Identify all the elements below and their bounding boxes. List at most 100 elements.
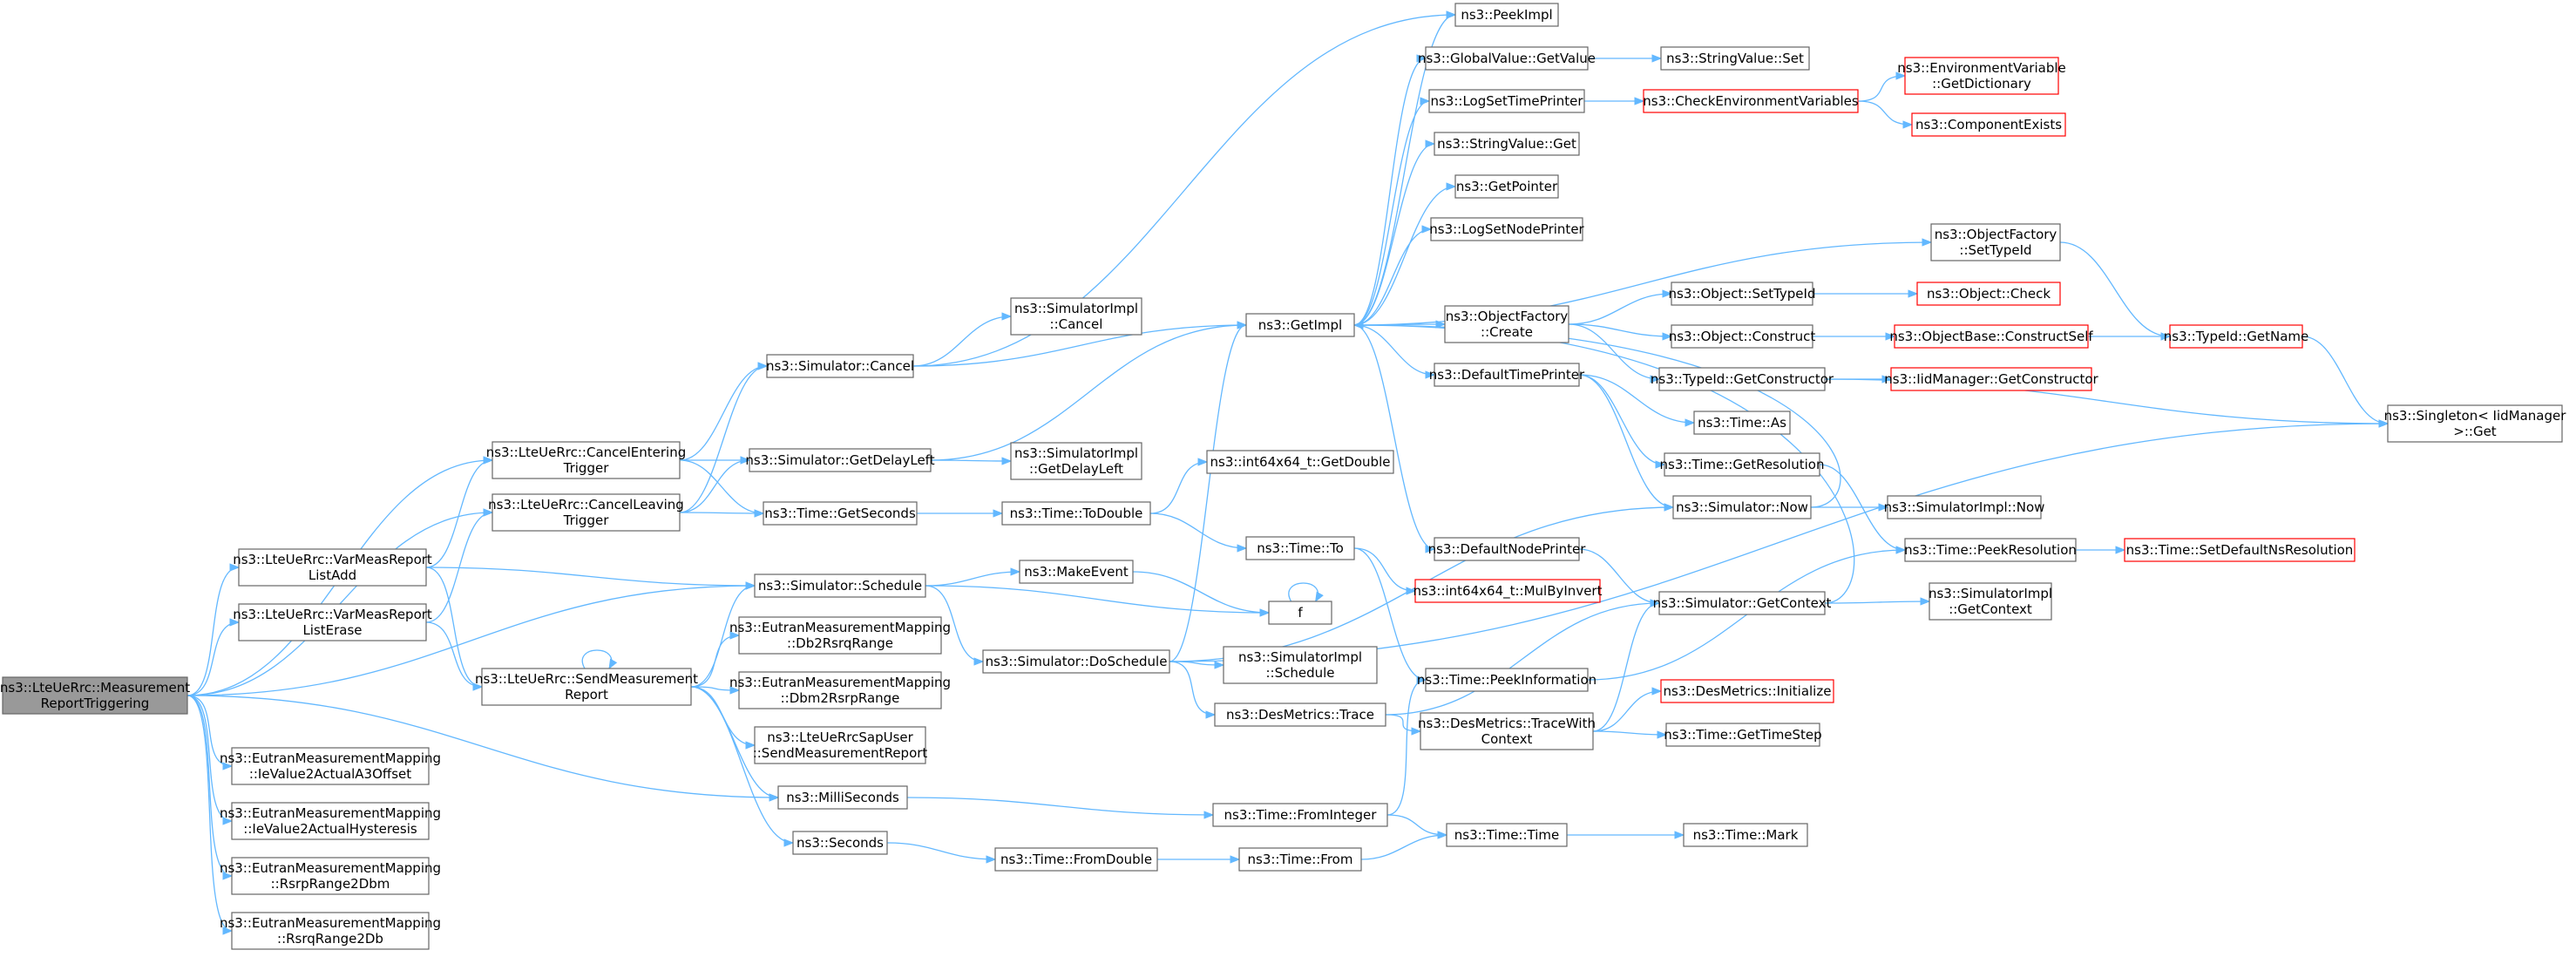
node-getPointer[interactable]: ns3::GetPointer: [1454, 174, 1559, 199]
node-timeFrom[interactable]: ns3::Time::From: [1238, 847, 1362, 872]
node-rsrq2db[interactable]: ns3::EutranMeasurementMapping::RsrqRange…: [220, 912, 441, 950]
node-envGetDict[interactable]: ns3::EnvironmentVariable::GetDictionary: [1897, 57, 2066, 95]
node-objConstruct[interactable]: ns3::Object::Construct: [1669, 324, 1816, 349]
node-getDelayLeft[interactable]: ns3::Simulator::GetDelayLeft: [745, 448, 935, 472]
node-box: [1911, 112, 2066, 137]
node-desInit[interactable]: ns3::DesMetrics::Initialize: [1660, 679, 1834, 703]
node-label: ns3::LteUeRrcSapUser: [767, 730, 913, 745]
node-obConstructSelf[interactable]: ns3::ObjectBase::ConstructSelf: [1889, 324, 2093, 349]
node-label: ::Schedule: [1265, 665, 1334, 681]
node-tidGetCtor[interactable]: ns3::TypeId::GetConstructor: [1651, 367, 1834, 391]
node-label: ns3::SimulatorImpl: [1238, 649, 1362, 665]
node-timeTo[interactable]: ns3::Time::To: [1245, 536, 1355, 560]
node-ofCreate[interactable]: ns3::ObjectFactory::Create: [1444, 305, 1569, 343]
node-implCancel[interactable]: ns3::SimulatorImpl::Cancel: [1010, 297, 1142, 336]
edge-sendReport-to-db2rsrq: [690, 631, 741, 688]
node-label: ns3::DefaultTimePrinter: [1429, 367, 1585, 383]
node-tidGetName[interactable]: ns3::TypeId::GetName: [2164, 324, 2308, 349]
node-label: ns3::Time::PeekResolution: [1904, 542, 2077, 558]
node-sapSend[interactable]: ns3::LteUeRrcSapUser::SendMeasurementRep…: [753, 726, 928, 764]
node-label: ns3::PeekImpl: [1461, 7, 1552, 23]
node-label: ns3::Time::Mark: [1693, 827, 1799, 843]
node-seconds[interactable]: ns3::Seconds: [792, 831, 888, 855]
node-gvGetValue[interactable]: ns3::GlobalValue::GetValue: [1418, 46, 1596, 71]
node-box: [1904, 538, 2077, 562]
node-label: ::IeValue2ActualA3Offset: [249, 766, 411, 782]
node-defNodePrinter[interactable]: ns3::DefaultNodePrinter: [1428, 537, 1587, 561]
node-fromDouble[interactable]: ns3::Time::FromDouble: [994, 847, 1158, 872]
node-implNow[interactable]: ns3::SimulatorImpl::Now: [1884, 495, 2045, 519]
node-label: ns3::Time::To: [1257, 540, 1344, 556]
node-objSetTypeId[interactable]: ns3::Object::SetTypeId: [1669, 282, 1816, 306]
node-box: [1223, 646, 1378, 684]
node-dbm2rsrp[interactable]: ns3::EutranMeasurementMapping::Dbm2RsrpR…: [729, 671, 951, 709]
node-objCheck[interactable]: ns3::Object::Check: [1916, 282, 2061, 306]
node-box: [2124, 538, 2356, 562]
node-svSet[interactable]: ns3::StringValue::Set: [1660, 46, 1810, 71]
node-box: [1660, 679, 1834, 703]
node-mulByInvert[interactable]: ns3::int64x64_t::MulByInvert: [1413, 579, 1603, 603]
node-defTimePrinter[interactable]: ns3::DefaultTimePrinter: [1429, 363, 1585, 387]
node-implDelay[interactable]: ns3::SimulatorImpl::GetDelayLeft: [1010, 442, 1142, 480]
node-peekImpl[interactable]: ns3::PeekImpl: [1454, 3, 1559, 27]
node-timeMark[interactable]: ns3::Time::Mark: [1683, 823, 1808, 847]
node-rsrp2dbm[interactable]: ns3::EutranMeasurementMapping::RsrpRange…: [220, 857, 441, 895]
node-peekRes[interactable]: ns3::Time::PeekResolution: [1904, 538, 2077, 562]
node-singleton[interactable]: ns3::Singleton< IidManager >::Get: [2384, 404, 2567, 443]
node-box: [1454, 3, 1559, 27]
node-label: ns3::LteUeRrc::CancelEntering: [486, 445, 687, 460]
node-label: ns3::GetPointer: [1456, 179, 1558, 194]
node-timeAs[interactable]: ns3::Time::As: [1693, 411, 1791, 435]
node-db2rsrq[interactable]: ns3::EutranMeasurementMapping::Db2RsrqRa…: [729, 616, 951, 655]
node-compExists[interactable]: ns3::ComponentExists: [1911, 112, 2066, 137]
node-sendReport[interactable]: ns3::LteUeRrc::SendMeasurementReport: [475, 668, 698, 706]
node-label: ns3::TypeId::GetName: [2164, 329, 2308, 344]
node-label: ns3::DesMetrics::Initialize: [1664, 683, 1832, 699]
node-ieA3[interactable]: ns3::EutranMeasurementMapping::IeValue2A…: [220, 747, 441, 785]
node-box: [231, 747, 430, 785]
node-schedule[interactable]: ns3::Simulator::Schedule: [754, 574, 926, 598]
node-ieHyst[interactable]: ns3::EutranMeasurementMapping::IeValue2A…: [220, 802, 441, 840]
edge-traceCtx-to-getContext: [1592, 599, 1661, 732]
node-root[interactable]: ns3::LteUeRrc::MeasurementReportTriggeri…: [0, 676, 190, 715]
node-label: ::Dbm2RsrpRange: [781, 690, 900, 706]
node-int64Double[interactable]: ns3::int64x64_t::GetDouble: [1206, 450, 1394, 474]
node-svGet[interactable]: ns3::StringValue::Get: [1434, 132, 1580, 156]
node-getImpl[interactable]: ns3::GetImpl: [1245, 313, 1355, 337]
node-doSchedule[interactable]: ns3::Simulator::DoSchedule: [982, 649, 1170, 674]
node-logSetNode[interactable]: ns3::LogSetNodePrinter: [1429, 217, 1585, 241]
node-box: [1245, 536, 1355, 560]
node-implGetCtx[interactable]: ns3::SimulatorImpl::GetContext: [1929, 582, 2052, 621]
node-timeTime[interactable]: ns3::Time::Time: [1446, 823, 1568, 847]
node-checkEnv[interactable]: ns3::CheckEnvironmentVariables: [1643, 89, 1859, 113]
node-label: ns3::LogSetNodePrinter: [1429, 221, 1584, 237]
node-box: [766, 354, 914, 378]
node-getContext[interactable]: ns3::Simulator::GetContext: [1653, 591, 1832, 615]
node-getTimeStep[interactable]: ns3::Time::GetTimeStep: [1664, 723, 1822, 747]
node-implSchedule[interactable]: ns3::SimulatorImpl::Schedule: [1223, 646, 1378, 684]
node-simCancel[interactable]: ns3::Simulator::Cancel: [766, 354, 914, 378]
node-getResolution[interactable]: ns3::Time::GetResolution: [1660, 452, 1825, 477]
node-box: [1238, 847, 1362, 872]
edge-getImpl-to-svGet: [1353, 139, 1436, 326]
node-iidGetCtor[interactable]: ns3::IidManager::GetConstructor: [1884, 367, 2099, 391]
node-simNow[interactable]: ns3::Simulator::Now: [1672, 495, 1812, 519]
node-getSeconds[interactable]: ns3::Time::GetSeconds: [763, 501, 918, 526]
node-label: ns3::TypeId::GetConstructor: [1651, 371, 1834, 387]
node-makeEvent[interactable]: ns3::MakeEvent: [1019, 560, 1134, 584]
node-ofSetTypeId[interactable]: ns3::ObjectFactory::SetTypeId: [1930, 223, 2061, 261]
node-milli[interactable]: ns3::MilliSeconds: [777, 785, 908, 810]
node-desTrace[interactable]: ns3::DesMetrics::Trace: [1214, 702, 1386, 727]
node-setDefRes[interactable]: ns3::Time::SetDefaultNsResolution: [2124, 538, 2356, 562]
node-fromInteger[interactable]: ns3::Time::FromInteger: [1212, 803, 1388, 827]
node-label: ns3::int64x64_t::GetDouble: [1210, 454, 1391, 471]
node-peekInfo[interactable]: ns3::Time::PeekInformation: [1417, 668, 1596, 692]
node-logSetTime[interactable]: ns3::LogSetTimePrinter: [1428, 89, 1585, 113]
node-toDouble[interactable]: ns3::Time::ToDouble: [1001, 501, 1151, 526]
node-f[interactable]: f: [1268, 601, 1332, 625]
